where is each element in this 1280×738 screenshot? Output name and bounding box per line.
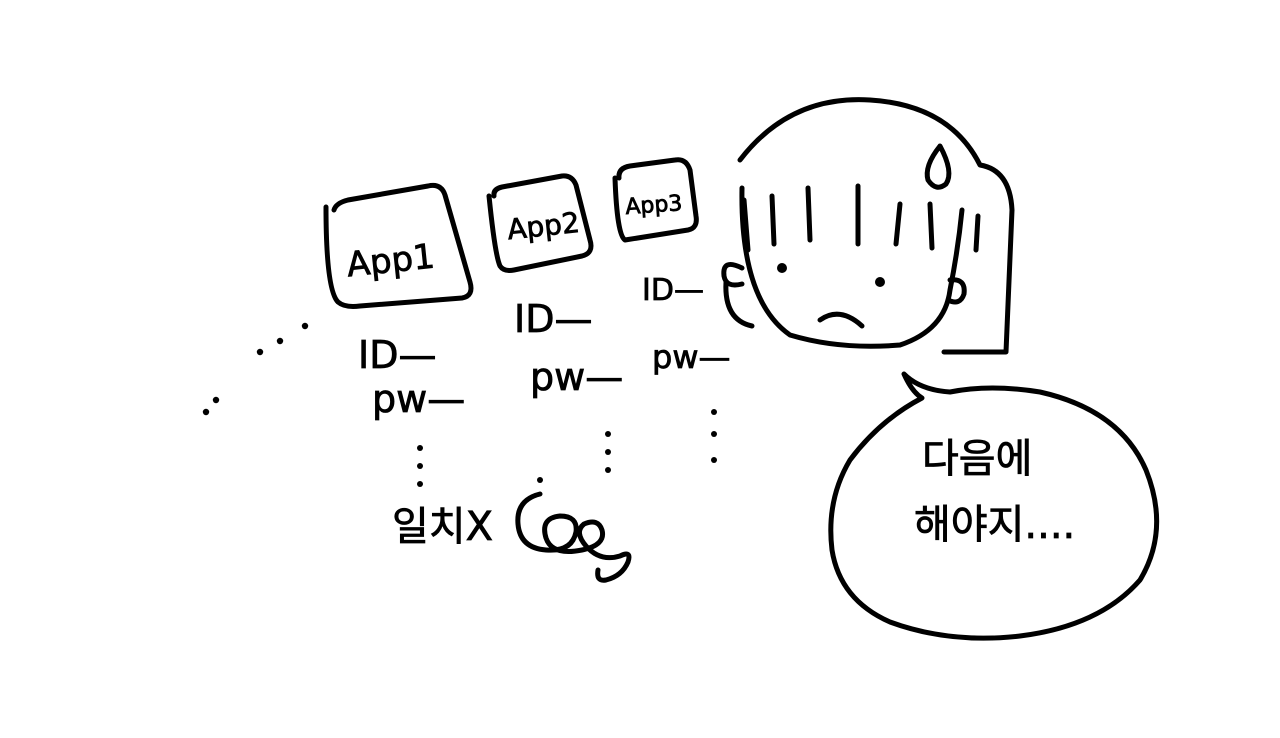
app2-label: App2 <box>506 206 582 246</box>
speech-line-1: 다음에 <box>922 436 1032 482</box>
hair-outline <box>737 97 1015 355</box>
tangled-scribble-icon <box>515 491 632 583</box>
frown-mouth <box>817 311 865 329</box>
left-eye <box>777 263 787 273</box>
app1-credentials: ID— pw— <box>358 333 466 422</box>
app3-pw-label: pw— <box>652 338 730 376</box>
app3-label: App3 <box>625 191 684 220</box>
left-ear <box>721 261 745 288</box>
right-ear <box>945 277 967 305</box>
sweat-drop-icon <box>924 143 952 190</box>
speech-line-2: 해야지.... <box>914 502 1075 548</box>
speech-bubble: 다음에 해야지.... <box>828 371 1160 641</box>
app2-card: App2 <box>486 173 594 273</box>
mismatch-label: 일치X <box>392 504 493 550</box>
hand <box>723 279 755 329</box>
app2-pw-label: pw— <box>530 355 623 399</box>
trailing-dots-left <box>202 322 309 416</box>
app2-id-label: ID— <box>514 297 592 341</box>
right-eye <box>875 277 885 287</box>
vertical-dots <box>417 409 717 487</box>
app3-credentials: ID— pw— <box>642 273 731 377</box>
app3-id-label: ID— <box>642 273 704 308</box>
worried-girl <box>721 97 1015 355</box>
app3-card: App3 <box>612 157 699 243</box>
app1-id-label: ID— <box>358 333 436 377</box>
app1-pw-label: pw— <box>372 377 465 421</box>
face-outline <box>739 185 965 349</box>
app1-label: App1 <box>345 236 437 285</box>
mismatch-note: 일치X <box>392 491 632 583</box>
app2-credentials: ID— pw— <box>514 297 624 400</box>
app1-card: App1 <box>323 182 474 309</box>
